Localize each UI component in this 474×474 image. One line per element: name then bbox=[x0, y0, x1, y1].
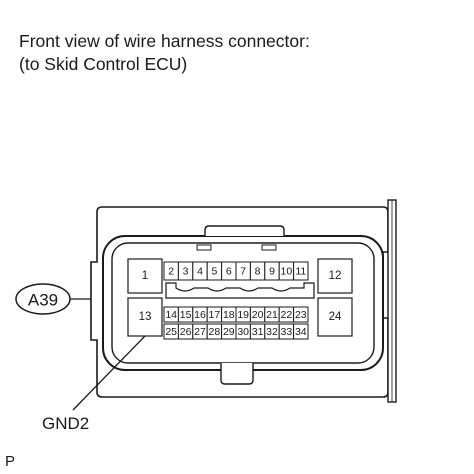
pin-label-2: 2 bbox=[168, 266, 174, 278]
pin-label-30: 30 bbox=[237, 326, 249, 338]
pin-label-6: 6 bbox=[226, 266, 232, 278]
pin-label-15: 15 bbox=[180, 309, 192, 321]
title-line-1: Front view of wire harness connector: bbox=[19, 31, 310, 51]
pin-label-8: 8 bbox=[255, 266, 261, 278]
pin-label-17: 17 bbox=[209, 309, 221, 321]
pin-label-21: 21 bbox=[266, 309, 278, 321]
gnd2-label: GND2 bbox=[42, 414, 89, 433]
pin-label-13: 13 bbox=[139, 311, 152, 323]
connector-code: A39 bbox=[28, 291, 58, 310]
pin-label-7: 7 bbox=[240, 266, 246, 278]
pin-label-29: 29 bbox=[223, 326, 235, 338]
pin-label-23: 23 bbox=[295, 309, 307, 321]
bottom-key-tab bbox=[220, 363, 254, 385]
pin-label-19: 19 bbox=[237, 309, 249, 321]
pin-label-9: 9 bbox=[269, 266, 275, 278]
pin-label-25: 25 bbox=[165, 326, 177, 338]
pin-cavity-23 bbox=[293, 306, 309, 323]
pin-label-4: 4 bbox=[197, 266, 203, 278]
gnd2-leader-line bbox=[72, 335, 146, 411]
pin-label-22: 22 bbox=[281, 309, 293, 321]
pin-label-28: 28 bbox=[209, 326, 221, 338]
pin-label-26: 26 bbox=[180, 326, 192, 338]
pin-label-14: 14 bbox=[165, 309, 177, 321]
pin-label-5: 5 bbox=[211, 266, 217, 278]
pin-label-34: 34 bbox=[295, 326, 307, 338]
pin-cavity-12 bbox=[317, 258, 353, 294]
pin-label-27: 27 bbox=[194, 326, 206, 338]
pin-label-3: 3 bbox=[183, 266, 189, 278]
pin-label-18: 18 bbox=[223, 309, 235, 321]
pin-cavity-11 bbox=[293, 261, 309, 281]
pin-label-20: 20 bbox=[252, 309, 264, 321]
pin-label-11: 11 bbox=[295, 266, 306, 278]
top-key-tab bbox=[204, 225, 285, 236]
pin-cavity-1 bbox=[127, 258, 163, 294]
pin-label-16: 16 bbox=[194, 309, 206, 321]
pin-label-24: 24 bbox=[329, 311, 342, 323]
diagram-title: Front view of wire harness connector: (t… bbox=[19, 30, 310, 76]
center-divider bbox=[165, 282, 315, 299]
pin-label-31: 31 bbox=[252, 326, 264, 338]
pin-cavity-13 bbox=[127, 297, 163, 337]
title-line-2: (to Skid Control ECU) bbox=[19, 54, 188, 74]
pin-cavity-24 bbox=[317, 297, 353, 337]
pin-cavity-34 bbox=[293, 323, 309, 340]
pin-label-10: 10 bbox=[281, 266, 293, 278]
corner-mark: P bbox=[5, 453, 15, 470]
pin-label-12: 12 bbox=[329, 270, 342, 282]
pin-label-33: 33 bbox=[281, 326, 293, 338]
pin-label-32: 32 bbox=[266, 326, 278, 338]
pin-label-1: 1 bbox=[142, 270, 148, 282]
